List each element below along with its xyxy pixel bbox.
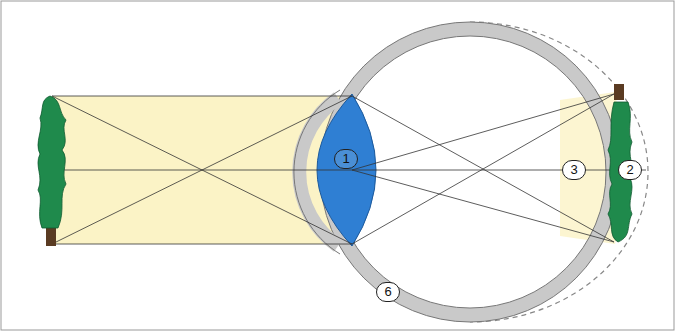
object-tree: [38, 96, 66, 246]
callout-number: 1: [334, 149, 358, 169]
callout-number: 3: [562, 160, 586, 180]
light-rays: [40, 94, 646, 244]
callout-number: 2: [618, 160, 642, 180]
callout-number: 6: [376, 282, 400, 302]
